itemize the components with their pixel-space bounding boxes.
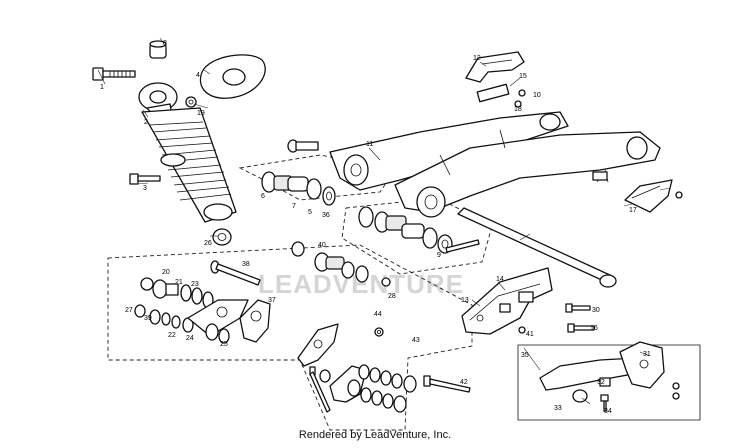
chain-adjuster [461, 267, 553, 335]
bolt-44 [374, 327, 384, 337]
callout-10: 10 [533, 92, 541, 99]
callout-24: 24 [186, 335, 194, 342]
bolt-25 [309, 366, 331, 413]
callout-12: 12 [473, 55, 481, 62]
collar-8 [149, 40, 167, 59]
callout-27: 27 [125, 307, 133, 314]
callout-28: 28 [388, 293, 396, 300]
shock-absorber [138, 82, 237, 223]
callout-7: 7 [292, 203, 296, 210]
nut-19-top [185, 96, 197, 108]
callout-37: 37 [268, 297, 276, 304]
pivot-bolt-top [287, 139, 319, 153]
callout-18: 18 [514, 106, 522, 113]
callout-20: 20 [162, 269, 170, 276]
pivot-bushings-lower [358, 206, 453, 254]
callout-32: 32 [597, 379, 605, 386]
leader-lines [97, 37, 671, 405]
bolt-9 [445, 239, 480, 253]
callout-labels: 1 2 3 4 8 19 26 6 7 5 36 11 12 15 10 18 … [100, 40, 651, 415]
callout-43: 43 [412, 337, 420, 344]
callout-31: 31 [643, 351, 651, 358]
callout-13: 13 [461, 297, 469, 304]
callout-30: 30 [592, 307, 600, 314]
callout-35: 35 [521, 352, 529, 359]
footer-credit: Rendered by LeadVenture, Inc. [298, 429, 452, 441]
callout-15: 15 [519, 73, 527, 80]
callout-22: 22 [168, 332, 176, 339]
bolt-38 [210, 260, 261, 286]
bolt-42 [423, 375, 471, 393]
callout-25: 25 [220, 341, 228, 348]
bushing-26-left [212, 228, 232, 246]
chain-guide [465, 51, 526, 108]
callout-44: 44 [374, 311, 382, 318]
callout-26: 26 [204, 240, 212, 247]
relay-arm [239, 299, 339, 367]
callout-11: 11 [366, 141, 373, 148]
inset-box [517, 341, 701, 421]
callout-9: 9 [437, 252, 441, 259]
callout-6: 6 [261, 193, 265, 200]
callout-38: 38 [242, 261, 250, 268]
link-bushings [291, 241, 391, 287]
callout-23: 23 [191, 281, 199, 288]
callout-2: 2 [144, 119, 148, 126]
swingarm [329, 111, 661, 218]
linkage-right [319, 364, 417, 413]
callout-42: 42 [460, 379, 468, 386]
linkage-left [134, 277, 249, 344]
callout-40: 40 [318, 242, 326, 249]
pivot-bushing-outline [238, 154, 396, 201]
callout-4: 4 [196, 72, 200, 79]
callout-41: 41 [526, 331, 534, 338]
callout-8: 8 [163, 40, 167, 47]
bolts-30-16 [518, 303, 595, 334]
callout-14: 14 [496, 276, 504, 283]
callout-3: 3 [143, 185, 147, 192]
callout-19-top: 19 [197, 110, 205, 117]
callout-21: 21 [175, 279, 183, 286]
callout-1: 1 [100, 84, 104, 91]
callout-5: 5 [308, 209, 312, 216]
bolt-3 [129, 173, 161, 185]
pivot-bushings-upper [261, 171, 336, 206]
callout-16: 16 [590, 325, 598, 332]
bolt-1 [92, 67, 136, 81]
callout-33: 33 [554, 405, 562, 412]
spacer-4 [199, 54, 266, 99]
callout-39: 39 [144, 315, 152, 322]
callout-34: 34 [604, 408, 612, 415]
callout-36: 36 [322, 212, 330, 219]
callout-17: 17 [629, 207, 637, 214]
axle [457, 207, 617, 288]
